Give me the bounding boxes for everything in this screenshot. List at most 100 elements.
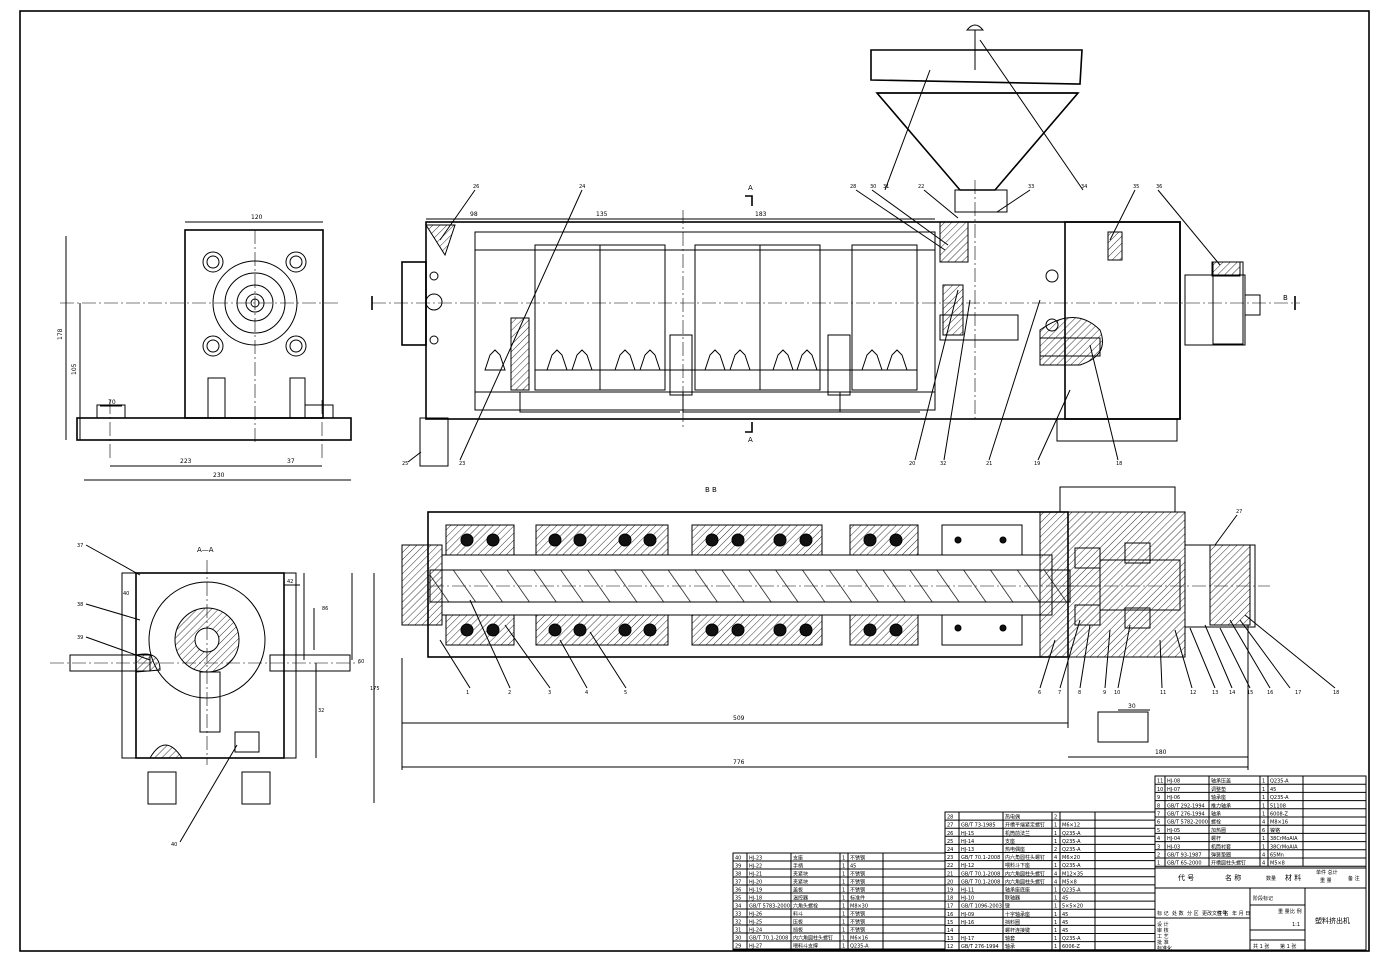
bom-right-row-mat: 镍铬 [1270,827,1280,834]
dim-42: 42 [287,579,293,585]
bom-right-row-name: 调整垫 [1211,786,1226,793]
bom-middle-row-mat: 45 [1062,912,1068,918]
bom-middle-row-name: 开槽平端紧定螺钉 [1005,822,1045,829]
bom-middle-row-name: 螺杆连接键 [1005,927,1030,934]
bom-middle-row-qty: 1 [1054,863,1057,869]
bom-middle-row-mat: M6×12 [1062,823,1080,829]
bom-middle-row-mat: 45 [1062,928,1068,934]
bom-left-row-name: 支座 [793,855,803,862]
bom-left-row-code: HJ-21 [749,872,762,878]
bom-middle-row-no: 19 [947,888,953,894]
hdr-weight-sub: 重 量 [1320,877,1332,884]
part-34: 34 [1081,184,1087,190]
bom-right-row-qty: 1 [1262,787,1265,793]
bom-left-row-name: 盖板 [793,887,803,894]
sheet-number: 第 1 张 [1280,943,1296,950]
bom-left-row-mat: 不锈钢 [850,879,865,886]
bom-right-row-code: GB/T 292-1994 [1167,803,1205,809]
bom-right-row-mat: 6008-Z [1270,812,1289,818]
part-35: 35 [1133,184,1139,190]
bom-right-row-no: 3 [1157,844,1160,850]
bom-right-row-no: 1 [1157,861,1160,867]
bom-middle-row-name: 挡料圈 [1005,919,1020,926]
bom-middle-row-code: GB/T 1096-2003 [961,904,1002,910]
part-12: 12 [1190,690,1196,696]
bom-right-row-code: GB/T 276-1994 [1167,812,1205,818]
bom-left-row-mat: 标准件 [850,895,865,902]
bom-middle-row-code: HJ-16 [961,920,974,926]
bom-right-row-name: 轴承压盖 [1211,778,1231,785]
bom-right-row-qty: 6 [1262,828,1265,834]
dim-183: 183 [755,211,767,218]
part-26: 26 [473,184,479,190]
bom-left-row-code: HJ-22 [749,864,762,870]
bom-left-row-no: 40 [735,856,741,862]
bom-middle-row-name: 支座 [1005,838,1015,845]
part-8: 8 [1078,690,1081,696]
bom-left-row-name: 夹紧块 [793,871,808,878]
bom-middle-row-name: 内六角圆柱头螺钉 [1005,878,1045,885]
section-aa-title: A—A [197,546,214,554]
bom-right-row-qty: 1 [1262,795,1265,801]
bom-left-row-no: 36 [735,888,741,894]
bom-middle-row-no: 13 [947,936,953,942]
bom-right-row-qty: 1 [1262,844,1265,850]
section-mark-a-top: A [748,184,753,192]
bom-middle-row-no: 21 [947,871,953,877]
part-14: 14 [1229,690,1235,696]
part-15: 15 [1247,690,1253,696]
hdr-code: 代 号 [1178,873,1194,882]
sign-label: 标 记 [1157,910,1169,917]
bom-middle-row-no: 14 [947,928,953,934]
part-39: 39 [77,635,83,641]
bom-right-row-code: HJ-03 [1167,844,1180,850]
role-label: 批 准 [1157,939,1169,946]
bom-right-row-qty: 1 [1262,803,1265,809]
bom-right-row-qty: 4 [1262,820,1265,826]
bom-middle-row-code: GB/T 73-1985 [961,823,996,829]
bom-left-row-name: 温控器 [793,895,808,902]
bom-right-row-no: 6 [1157,820,1160,826]
bom-middle-row-mat: M6×20 [1062,855,1080,861]
bom-right-row-qty: 1 [1262,836,1265,842]
bom-left-row-name: 挡板 [793,927,803,934]
bom-right-row-name: 加热圈 [1211,827,1226,834]
bom-middle-row-code: HJ-12 [961,863,974,869]
bom-right-row-name: 推力轴承 [1211,802,1231,809]
bom-left-row-qty: 1 [842,928,845,934]
bom-left-row-mat: 不锈钢 [850,911,865,918]
bom-right-row-name: 弹簧垫圈 [1211,852,1231,859]
dim-37: 37 [287,458,295,465]
bom-middle-row-no: 20 [947,879,953,885]
bom-left-row-mat: 不锈钢 [850,919,865,926]
part-20: 20 [909,461,915,467]
sign-label: 更改文件号 [1202,910,1227,917]
part-33: 33 [1028,184,1034,190]
bom-middle-row-no: 23 [947,855,953,861]
dim-178: 178 [57,328,64,340]
section-mark-a-bottom: A [748,436,753,444]
bom-right-row-no: 5 [1157,828,1160,834]
bom-middle-row-qty: 1 [1054,936,1057,942]
bom-left-row-no: 37 [735,880,741,886]
bom-middle-row-code: HJ-09 [961,912,974,918]
bom-right-row-name: 机筒衬套 [1211,843,1231,850]
bom-left-row-no: 35 [735,896,741,902]
sheets-total: 共 1 张 [1253,943,1269,950]
bom-middle-row-no: 24 [947,847,953,853]
hdr-material: 材 料 [1285,873,1301,882]
dim-223: 223 [180,458,192,465]
bom-middle-row-mat: 45 [1062,920,1068,926]
bom-left-row-name: 六角头螺栓 [793,903,818,910]
bom-middle-row-qty: 1 [1054,920,1057,926]
bom-left-row-mat: 不锈钢 [850,887,865,894]
bom-left-row-mat: Q235-A [850,944,869,950]
bom-left-row-mat: 45 [850,864,856,870]
dim-32: 32 [318,708,324,714]
bom-left-row-no: 31 [735,928,741,934]
bom-left-row-no: 38 [735,872,741,878]
bom-left-row-code: HJ-26 [749,912,762,918]
